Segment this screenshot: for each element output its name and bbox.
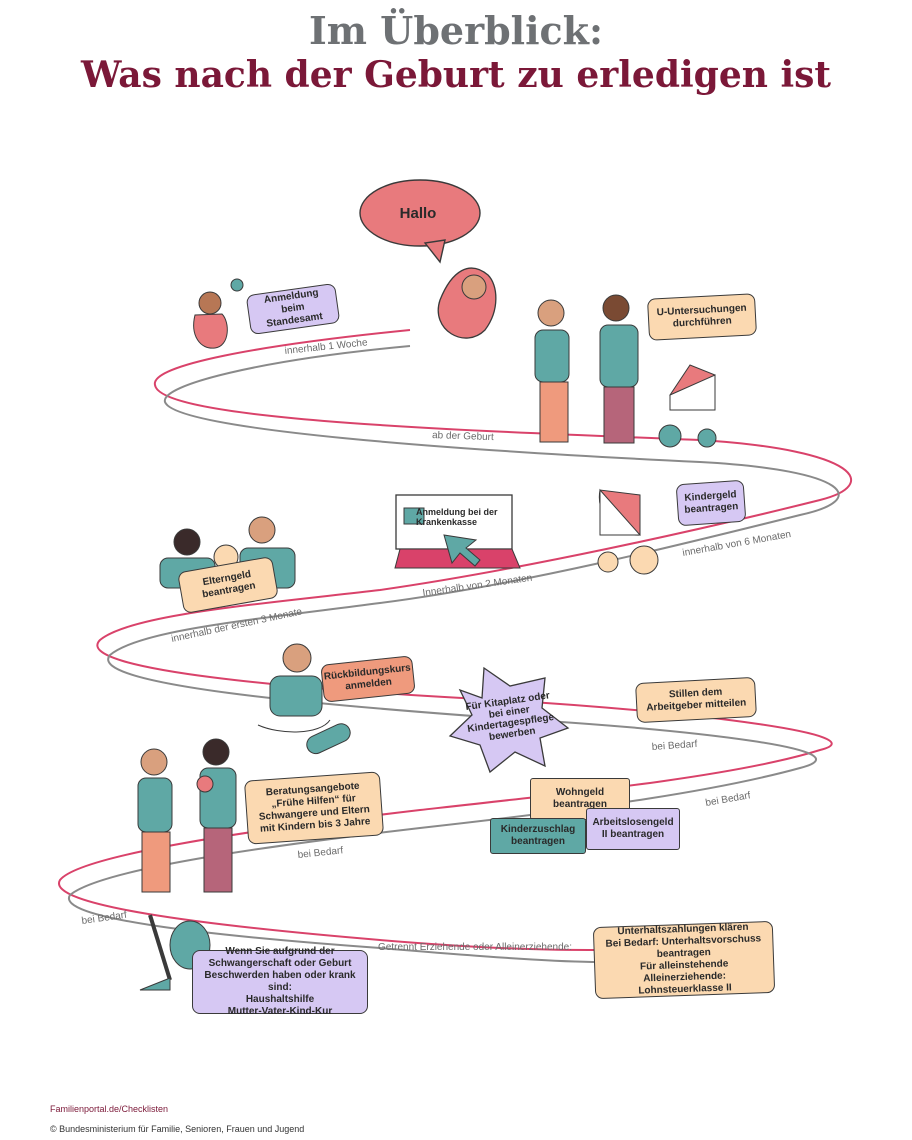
footer-copyright: © Bundesministerium für Familie, Seniore…	[50, 1124, 305, 1134]
kitaplatz-star	[448, 666, 570, 774]
swaddled-baby-icon	[437, 267, 497, 339]
title-line-2: Was nach der Geburt zu erledigen ist	[80, 54, 832, 96]
task-u-untersuchungen: U-Untersuchungen durchführen	[646, 293, 758, 341]
parents-illustration-3	[137, 738, 237, 893]
label-innerhalb-6-monaten: innerhalb von 6 Monaten	[682, 529, 792, 559]
task-krankenkasse: Anmeldung bei der Krankenkasse	[416, 507, 498, 527]
path-pink	[58, 329, 852, 951]
task-kindergeld: Kindergeld beantragen	[675, 479, 747, 527]
task-fruehe-hilfen: Beratungsangebote „Frühe Hilfen“ für Sch…	[243, 771, 385, 845]
speech-bubble: Hallo	[359, 179, 481, 264]
stroller-icon-1	[658, 364, 717, 448]
laptop-icon	[394, 494, 521, 569]
task-haushaltshilfe: Wenn Sie aufgrund der Schwangerschaft od…	[192, 946, 368, 1017]
label-innerhalb-2-monaten: Innerhalb von 2 Monaten	[422, 573, 533, 599]
label-bei-bedarf-3: bei Bedarf	[297, 845, 344, 861]
task-kinderzuschlag: Kinderzuschlag beantragen	[490, 818, 586, 854]
task-arbeitslosengeld: Arbeitslosengeld II beantragen	[586, 808, 680, 850]
title-line-1: Im Überblick:	[308, 8, 604, 53]
haushaltshilfe-line: Haushaltshilfe	[245, 994, 315, 1005]
task-unterhalt: Unterhaltszahlungen klären Bei Bedarf: U…	[592, 920, 776, 1000]
stroller-icon-2	[597, 488, 659, 575]
haushaltshilfe-intro: Wenn Sie aufgrund der Schwangerschaft od…	[204, 946, 356, 993]
label-getrennt-erziehende: Getrennt Erziehende oder Alleinerziehend…	[378, 942, 572, 953]
path-grey	[67, 345, 840, 963]
yoga-woman-illustration	[257, 643, 351, 755]
label-bei-bedarf-1: bei Bedarf	[651, 739, 697, 753]
baby-with-rattle-icon	[193, 278, 244, 349]
label-ab-der-geburt: ab der Geburt	[432, 430, 494, 443]
parents-illustration-1	[534, 294, 639, 444]
kur-line: Mutter-Vater-Kind-Kur	[227, 1006, 333, 1017]
footer-link[interactable]: Familienportal.de/Checklisten	[50, 1104, 169, 1114]
speech-bubble-text: Hallo	[400, 205, 437, 222]
label-bei-bedarf-2: bei Bedarf	[705, 790, 752, 809]
task-stillen: Stillen dem Arbeitgeber mitteilen	[635, 676, 757, 724]
unterhalt-line-3: Für alleinstehende Alleinerziehende: Loh…	[638, 958, 732, 997]
